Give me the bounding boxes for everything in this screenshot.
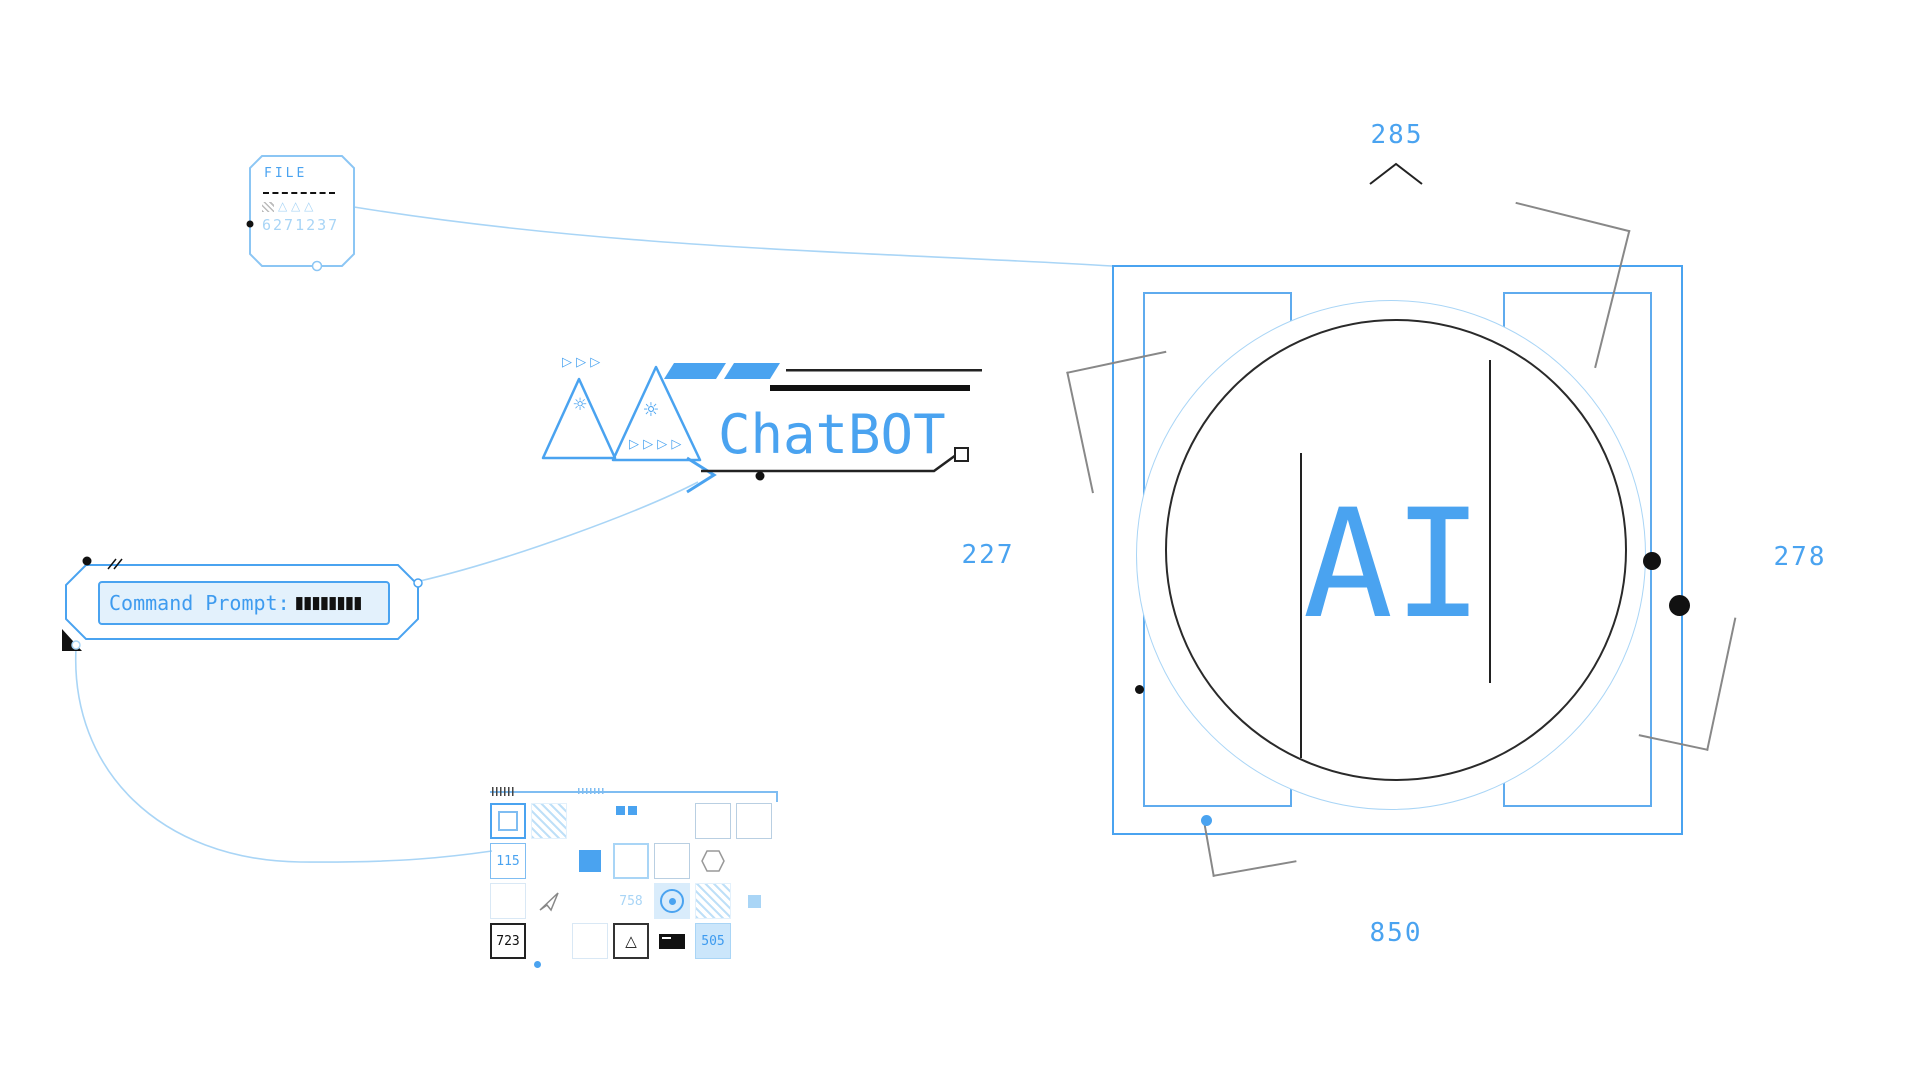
file-badge[interactable]: FILE △ △ △ 6271237 (246, 152, 368, 280)
hatch-chip (262, 202, 274, 212)
tick-cluster (578, 788, 604, 794)
grid-cell (572, 923, 608, 959)
file-badge-label: FILE (264, 166, 308, 181)
measurement-bottom: 850 (1369, 918, 1423, 948)
chatbot-title: ChatBOT (718, 403, 946, 466)
dashed-line (263, 192, 335, 194)
grid-cell (695, 883, 731, 919)
window-dash (662, 936, 671, 939)
triangle-frame-icon (611, 365, 702, 462)
parallelogram-bar (664, 363, 726, 379)
grid-cell (613, 843, 649, 879)
measurement-top: 285 (1370, 120, 1424, 150)
corner-dot (82, 556, 92, 566)
command-prompt-module: Command Prompt: ▮▮▮▮▮▮▮▮ (62, 556, 442, 659)
triangle-frame-icon (541, 377, 617, 460)
grid-cell-758: 758 (619, 893, 643, 909)
hatch-mark (107, 558, 117, 570)
grid-cell (490, 883, 526, 919)
grid-cell-triangle: △ (613, 923, 649, 959)
mini-square (616, 806, 625, 815)
chatbot-deco (541, 363, 982, 494)
ai-square-frame (1112, 265, 1683, 835)
thick-rule (770, 385, 970, 391)
edge-dot-large (1669, 595, 1690, 616)
circuit-node-dot (755, 471, 765, 481)
grid-cell (695, 803, 731, 839)
file-badge-number: 6271237 (262, 216, 340, 234)
hatch-mark (113, 558, 123, 570)
grid-cell (490, 803, 526, 839)
grid-cell-505: 505 (695, 923, 731, 959)
file-badge-frame (246, 155, 355, 272)
grid-cell (531, 803, 567, 839)
measurement-right: 278 (1773, 542, 1827, 572)
vertical-rule-left (1300, 453, 1302, 758)
mini-square (628, 806, 637, 815)
inner-circle (1165, 319, 1627, 781)
grid-cell (654, 923, 690, 959)
grid-cell (736, 883, 772, 919)
ai-panel: AI (1066, 201, 1737, 877)
edge-dot-large (1643, 552, 1661, 570)
command-prompt-cursor-bars: ▮▮▮▮▮▮▮▮ (294, 593, 363, 613)
grid-cell (613, 803, 649, 839)
chevron-right-icon (686, 456, 717, 494)
command-prompt-label: Command Prompt: (109, 591, 290, 615)
underline-circuit (701, 453, 957, 473)
node-circle (413, 578, 423, 588)
grid-cell-115: 115 (490, 843, 526, 879)
paper-plane-icon (539, 892, 559, 912)
sun-gear-icon: ☼ (572, 395, 588, 415)
parallelogram-bar (724, 363, 780, 379)
badge-left-dot (246, 220, 254, 228)
grid-cell (654, 843, 690, 879)
caret-up-icon (1369, 162, 1423, 185)
console-window-icon (659, 933, 685, 949)
command-prompt-input[interactable]: Command Prompt: ▮▮▮▮▮▮▮▮ (98, 581, 390, 625)
ruler-end-tick (776, 791, 778, 802)
module-grid-panel: 115 758 723 △ 505 (490, 787, 782, 969)
measurement-left: 227 (961, 540, 1015, 570)
arrows-bottom-icon: ▷ ▷ ▷ ▷ (629, 437, 682, 452)
vertical-rule-right (1489, 360, 1491, 683)
node-circle (71, 640, 81, 650)
inner-square (498, 811, 518, 831)
chatbot-logo: ▷ ▷ ▷ ☼ ☼ ▷ ▷ ▷ ▷ ChatBOT (534, 355, 994, 505)
ruler-line (490, 791, 778, 793)
grid-node-dot (534, 961, 541, 968)
bottom-node-dot (1201, 815, 1212, 826)
inner-dot-small (1135, 685, 1144, 694)
grid-cell (654, 883, 690, 919)
badge-node-circle (311, 260, 323, 272)
grid-cell (736, 803, 772, 839)
triangle-row-icon: △ △ △ (278, 199, 314, 213)
circuit-node-square (954, 447, 969, 462)
grid-cell (531, 883, 567, 919)
grid-cell-723: 723 (490, 923, 526, 959)
grid-cell (695, 843, 731, 879)
small-filled-square (747, 894, 761, 908)
filled-square (579, 850, 601, 872)
grid-cell (572, 843, 608, 879)
tick-cluster (492, 787, 514, 796)
hexagon-icon (701, 850, 725, 872)
arrows-top-icon: ▷ ▷ ▷ (562, 355, 601, 370)
sun-gear-icon: ☼ (642, 399, 660, 421)
target-dot (668, 897, 676, 905)
ai-label: AI (1302, 478, 1484, 652)
thin-rule (786, 369, 982, 372)
target-icon (660, 889, 684, 913)
